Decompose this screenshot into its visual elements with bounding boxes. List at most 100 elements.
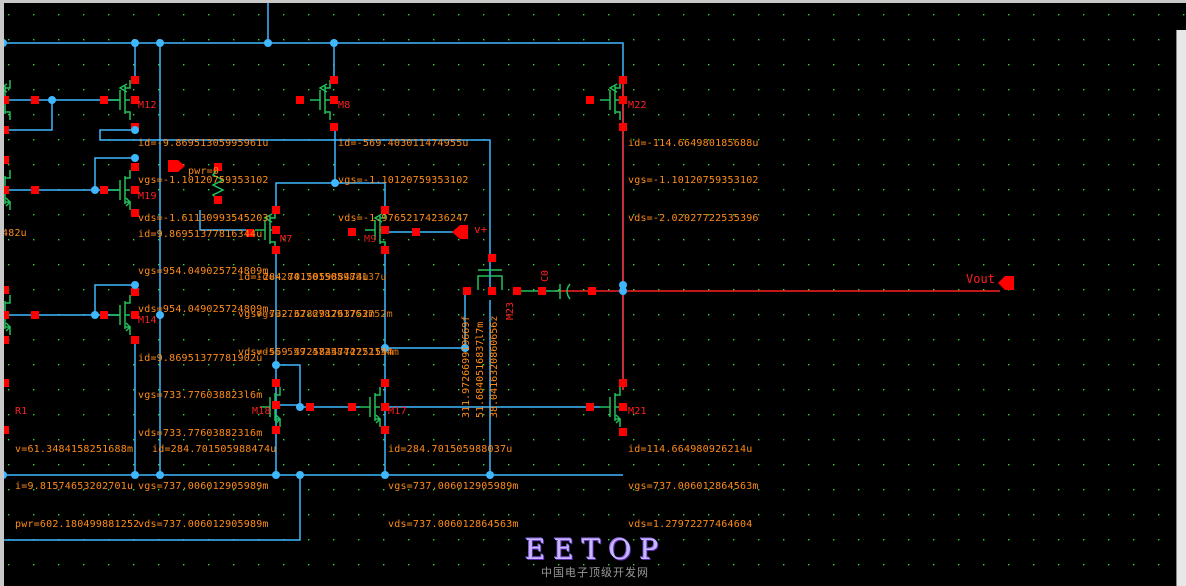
device-M22[interactable]: M22 id=-114.664980185688u vgs=-1.1012075…	[628, 75, 759, 250]
junction-dot	[331, 179, 339, 187]
param-id: id=9.86951377781902u	[138, 352, 263, 364]
device-M14[interactable]: M14 id=9.86951377781902u vgs=733.7760388…	[138, 290, 262, 465]
pin-square	[272, 246, 280, 254]
M23-param-2: 38.0416320860656z	[489, 315, 500, 418]
pmos-arrow-icon	[373, 213, 383, 223]
junction-dot	[619, 287, 627, 295]
pin-square	[214, 196, 222, 204]
device-symbols	[0, 80, 622, 427]
mos-drain	[125, 80, 131, 89]
device-M7[interactable]: M7 id=-284.701505988474u vgs=-732.678291…	[238, 209, 394, 384]
pmos-arrow-icon	[118, 83, 128, 93]
param-id: id=-114.664980185688u	[628, 137, 759, 149]
param-vds: vds=-559.472584477225154m	[238, 346, 394, 358]
nmos-arrow-icon	[5, 197, 12, 207]
param-id: id=-284.701505988137u	[256, 271, 387, 283]
param-id: id=-569.403011474955u	[338, 137, 469, 149]
device-M17[interactable]: M17 id=284.701505988037u vgs=737.0060129…	[388, 381, 519, 556]
vout-pin-icon	[998, 276, 1014, 290]
cap-plate-curved-icon	[566, 283, 571, 300]
pin-square	[381, 379, 389, 387]
pmos-arrow-icon	[263, 213, 273, 223]
param-id: id=-284.701505988474u	[238, 271, 369, 283]
pwr-label: pwr=0	[188, 166, 220, 177]
pin-square	[296, 96, 304, 104]
instance-name: M9	[364, 234, 377, 245]
device-M8[interactable]: M8 id=-569.403011474955u vgs=-1.10120759…	[338, 75, 469, 250]
pin-square	[131, 163, 139, 171]
pin-square	[131, 311, 139, 319]
junction-dot	[48, 96, 56, 104]
pin-square	[513, 287, 521, 295]
device-M9[interactable]: M9 id=-284.701505988137u vgs=-732.678291…	[256, 209, 399, 384]
mos-source	[125, 111, 131, 120]
pin-square	[131, 76, 139, 84]
wire	[94, 284, 135, 315]
param-vds: vds=-2.02027722535396	[628, 212, 759, 224]
mos-drain	[275, 387, 281, 396]
instance-name: M17	[388, 406, 407, 417]
pin-square	[619, 428, 627, 436]
pin-square	[131, 96, 139, 104]
param-vds: vds=-559.4725844772154m	[256, 346, 400, 358]
param-vgs: vgs=954.049025724809m	[138, 266, 269, 277]
nmos-arrow-icon	[275, 414, 282, 424]
param-vgs: vgs=737.006012864563m	[628, 481, 759, 492]
mos-drain	[125, 295, 131, 304]
device-M18[interactable]: M18 id=284.701505988474u vgs=737.0060129…	[138, 381, 276, 556]
pin-square	[330, 123, 338, 131]
pin-square	[381, 226, 389, 234]
device-M12[interactable]: M12 id=-9.86951305995961u vgs=-1.1012075…	[138, 75, 269, 250]
M23-body	[477, 275, 503, 290]
pin-square	[1, 96, 9, 104]
param-vgs: vgs=737.006012905989m	[138, 481, 269, 492]
pin-square	[272, 379, 280, 387]
pin-square	[131, 186, 139, 194]
param-vds: vds=1.27972277464604	[628, 518, 753, 530]
pin-square	[1, 126, 9, 134]
pmos-arrow-icon	[608, 83, 618, 93]
junction-dot	[461, 344, 469, 352]
M23-param-0: 311.972669919669f	[461, 315, 472, 418]
param-vds: vds=733.77603882316m	[138, 427, 263, 439]
instance-name: M7	[280, 234, 293, 245]
mos-source	[615, 111, 621, 120]
pmos-arrow-icon	[0, 83, 8, 93]
junction-dot	[381, 471, 389, 479]
device-M21[interactable]: M21 id=114.664980926214u vgs=737.0060128…	[628, 381, 759, 556]
pin-square	[538, 287, 546, 295]
device-M19[interactable]: M19 id=9.86951377816344u vgs=954.0490257…	[138, 166, 269, 341]
instance-name: M22	[628, 100, 647, 111]
pin-square	[586, 403, 594, 411]
pin-square	[31, 96, 39, 104]
param-id: id=284.701505988037u	[388, 443, 513, 455]
mos-drain	[5, 80, 11, 89]
side-panel-edge[interactable]	[1176, 30, 1186, 586]
pin-square	[330, 96, 338, 104]
mos-drain	[5, 295, 11, 304]
junction-dot	[131, 471, 139, 479]
pin-square	[463, 287, 471, 295]
resistor-R1[interactable]: R1 v=61.3484158251688m i=9.8157465320270…	[15, 381, 139, 556]
nmos-arrow-icon	[125, 197, 132, 207]
M23-param-1: 51.6840516837l7m	[475, 321, 486, 418]
pin-square	[272, 426, 280, 434]
pin-square	[348, 228, 356, 236]
pin-square	[381, 403, 389, 411]
vplus-pin-label: v+	[474, 223, 488, 236]
junction-dot	[131, 126, 139, 134]
pin-square	[619, 403, 627, 411]
pin-square	[586, 96, 594, 104]
junction-dot	[131, 281, 139, 289]
junction-dot	[131, 154, 139, 162]
instance-name: M14	[138, 315, 157, 326]
junction-dot	[272, 361, 280, 369]
pin-square	[412, 228, 420, 236]
param-vds: vds=-1.61130993545203	[138, 212, 269, 224]
instance-name: M21	[628, 406, 647, 417]
junction-dot	[131, 39, 139, 47]
pin-square	[31, 311, 39, 319]
pin-square	[306, 403, 314, 411]
